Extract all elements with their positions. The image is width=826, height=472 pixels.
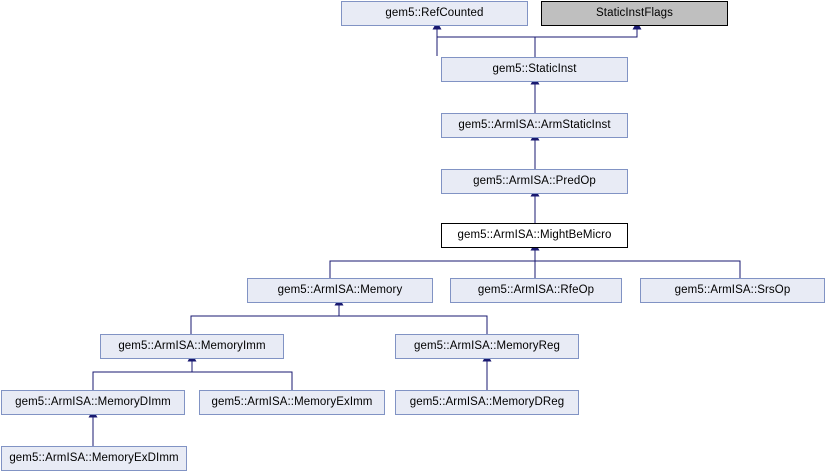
class-node-label: StaticInstFlags <box>596 6 673 19</box>
edge-bus-row8 <box>92 371 293 390</box>
class-node-predop[interactable]: gem5::ArmISA::PredOp <box>441 169 628 194</box>
edge-bus-row7 <box>190 315 488 334</box>
class-node-staticinstflags[interactable]: StaticInstFlags <box>541 1 728 26</box>
class-node-label: gem5::RefCounted <box>385 6 484 19</box>
class-node-rfeop[interactable]: gem5::ArmISA::RfeOp <box>450 278 622 303</box>
class-node-label: gem5::StaticInst <box>492 62 577 75</box>
class-node-memoryreg[interactable]: gem5::ArmISA::MemoryReg <box>395 334 579 359</box>
class-node-memoryexdimm[interactable]: gem5::ArmISA::MemoryExDImm <box>1 446 187 471</box>
class-node-mightbemicro[interactable]: gem5::ArmISA::MightBeMicro <box>441 223 628 248</box>
edge-bus-row6 <box>329 260 741 278</box>
class-node-label: gem5::ArmISA::MemoryDReg <box>409 395 565 408</box>
class-node-memoryimm[interactable]: gem5::ArmISA::MemoryImm <box>100 334 284 359</box>
class-node-label: gem5::ArmISA::MemoryExImm <box>211 395 373 408</box>
class-node-memorydreg[interactable]: gem5::ArmISA::MemoryDReg <box>395 390 579 415</box>
class-node-label: gem5::ArmISA::MightBeMicro <box>457 228 612 241</box>
edge-staticinst-to-refcounted <box>436 35 638 56</box>
class-node-label: gem5::ArmISA::ArmStaticInst <box>458 118 611 131</box>
class-node-label: gem5::ArmISA::Memory <box>277 283 403 296</box>
class-node-refcounted[interactable]: gem5::RefCounted <box>341 1 528 26</box>
class-node-memory[interactable]: gem5::ArmISA::Memory <box>247 278 433 303</box>
class-node-label: gem5::ArmISA::PredOp <box>473 174 596 187</box>
class-node-memoryeximm[interactable]: gem5::ArmISA::MemoryExImm <box>199 390 385 415</box>
class-node-label: gem5::ArmISA::MemoryDImm <box>15 395 171 408</box>
class-node-staticinst[interactable]: gem5::StaticInst <box>441 57 628 82</box>
class-node-memorydimm[interactable]: gem5::ArmISA::MemoryDImm <box>1 390 185 415</box>
class-node-label: gem5::ArmISA::MemoryImm <box>118 339 266 352</box>
class-node-srsop[interactable]: gem5::ArmISA::SrsOp <box>640 278 825 303</box>
class-node-label: gem5::ArmISA::RfeOp <box>477 283 595 296</box>
class-node-label: gem5::ArmISA::MemoryReg <box>413 339 561 352</box>
class-node-armstaticinst[interactable]: gem5::ArmISA::ArmStaticInst <box>441 113 628 138</box>
class-node-label: gem5::ArmISA::MemoryExDImm <box>9 451 179 464</box>
class-node-label: gem5::ArmISA::SrsOp <box>674 283 791 296</box>
